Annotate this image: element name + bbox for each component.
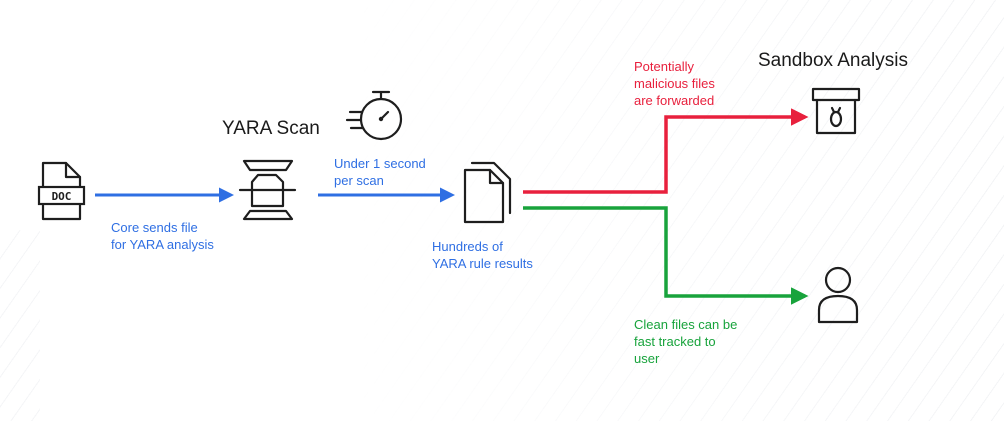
stacked-documents-icon [463, 161, 512, 224]
arrow-clean-to-user [523, 206, 809, 305]
clean-files-note: Clean files can be fast tracked to user [634, 317, 738, 366]
doc-icon-label: DOC [52, 190, 72, 203]
stopwatch-icon [345, 90, 403, 141]
yara-scan-heading: YARA Scan [222, 118, 320, 139]
rule-results-note: Hundreds of YARA rule results [432, 239, 533, 271]
background-stripes-left [0, 230, 40, 421]
doc-file-icon: DOC [37, 161, 86, 221]
user-icon [817, 266, 859, 324]
scan-frame-icon [238, 159, 297, 221]
sandbox-analysis-heading: Sandbox Analysis [758, 50, 908, 71]
malicious-forward-note: Potentially malicious files are forwarde… [634, 59, 715, 108]
core-sends-note: Core sends file for YARA analysis [111, 220, 214, 252]
arrow-malicious-to-sandbox [523, 108, 809, 194]
sandbox-box-icon [811, 87, 861, 135]
scan-speed-note: Under 1 second per scan [334, 156, 426, 188]
